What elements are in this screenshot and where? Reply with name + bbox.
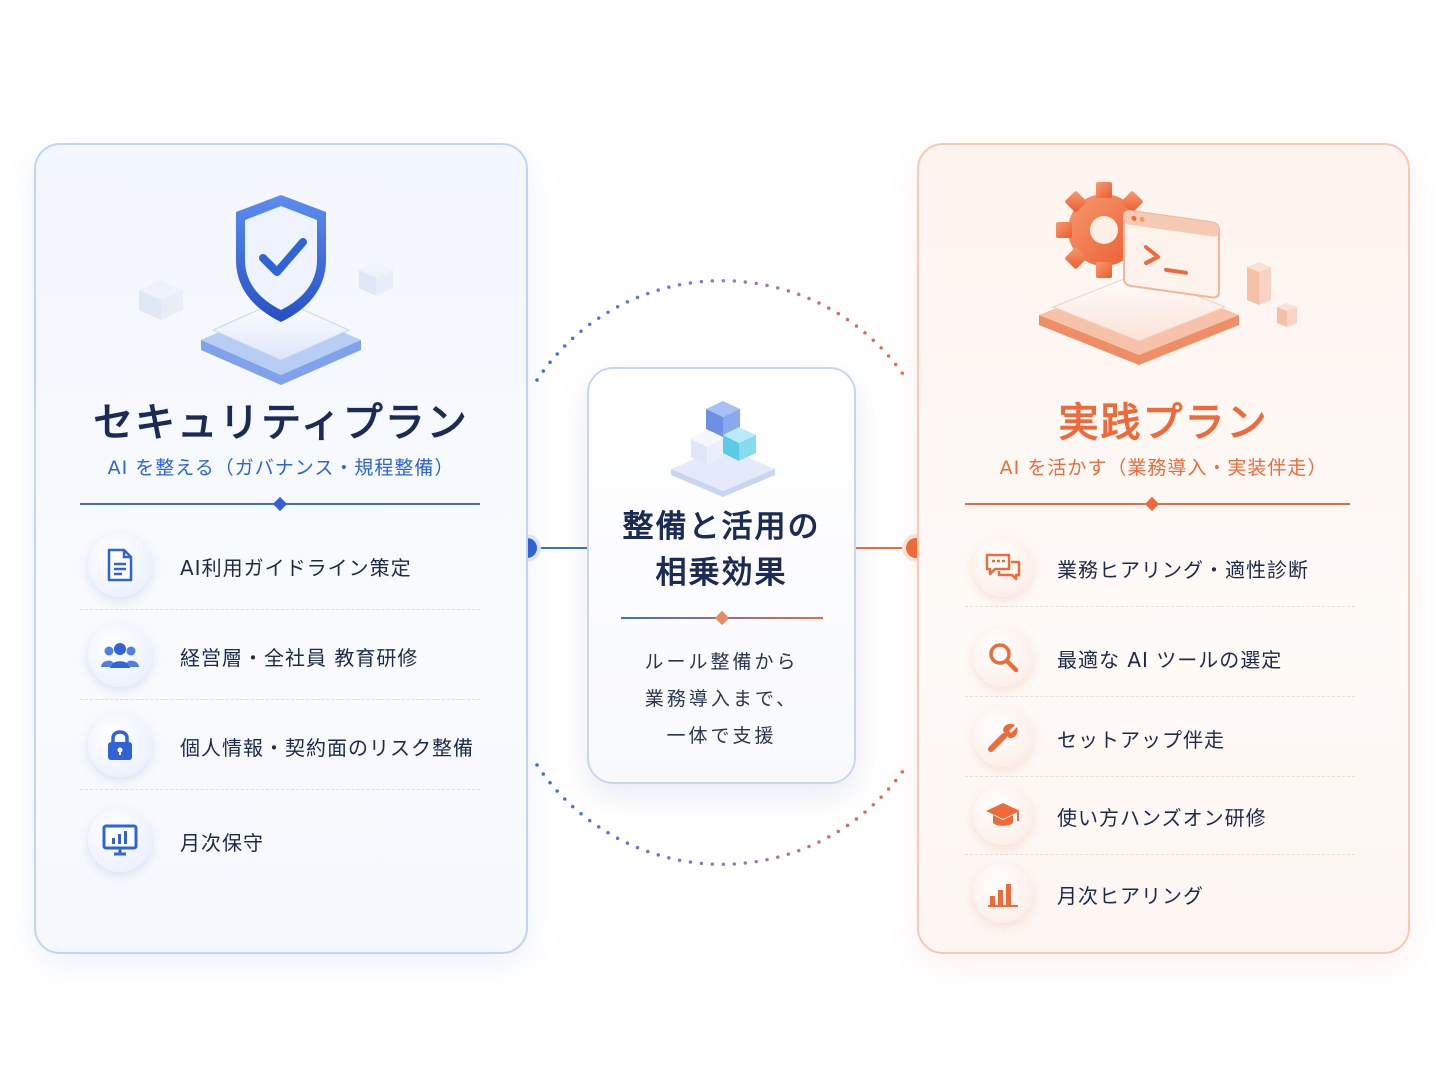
practice-plan-title: 実践プラン [1058, 400, 1269, 446]
practice-plan-subtitle: AI を活かす（業務導入・実装伴走） [999, 457, 1328, 479]
list-item-label: AI利用ガイドライン策定 [180, 556, 412, 580]
synergy-body-line3: 一体で支援 [666, 725, 777, 747]
list-item-label: セットアップ伴走 [1057, 728, 1225, 752]
synergy-card: 整備と活用の 相乗効果 ルール整備から 業務導入まで、 一体で支援 [587, 367, 856, 784]
shield-check-icon [139, 195, 393, 385]
gear-terminal-icon [1039, 182, 1297, 365]
synergy-body-line2: 業務導入まで、 [644, 688, 799, 710]
right-connector [856, 547, 916, 549]
list-item-label: 使い方ハンズオン研修 [1057, 806, 1267, 830]
list-item-label: 最適な AI ツールの選定 [1057, 648, 1283, 672]
list-item-label: 個人情報・契約面のリスク整備 [180, 736, 474, 760]
monitor-chart-icon [88, 808, 152, 872]
bottom-arc [535, 763, 909, 867]
list-item-label: 業務ヒアリング・適性診断 [1057, 558, 1309, 582]
list-item: 経営層・全社員 教育研修 [80, 610, 480, 700]
list-item: 個人情報・契約面のリスク整備 [80, 700, 480, 790]
divider-diamond [272, 496, 288, 512]
synergy-body-line1: ルール整備から [644, 651, 799, 673]
security-plan-card: セキュリティプラン AI を整える（ガバナンス・規程整備） AI利用ガイドライン… [34, 143, 528, 954]
security-plan-title: セキュリティプラン [93, 400, 469, 446]
left-connector [528, 547, 588, 549]
cubes-icon [671, 401, 775, 497]
practice-plan-card: 実践プラン AI を活かす（業務導入・実装伴走） 業務ヒアリング・適性診断 最適… [917, 143, 1410, 954]
bar-chart-icon [973, 863, 1033, 923]
list-item: 最適な AI ツールの選定 [965, 617, 1355, 697]
list-item: AI利用ガイドライン策定 [80, 520, 480, 610]
divider-diamond [1144, 496, 1160, 512]
graduation-cap-icon [973, 785, 1033, 845]
wrench-icon [973, 707, 1033, 767]
list-item: 業務ヒアリング・適性診断 [965, 527, 1355, 607]
synergy-title: 整備と活用の 相乗効果 [589, 504, 854, 596]
divider-diamond [714, 610, 730, 626]
list-item: 使い方ハンズオン研修 [965, 775, 1355, 855]
document-icon [88, 533, 152, 597]
lock-icon [88, 713, 152, 777]
list-item: セットアップ伴走 [965, 697, 1355, 777]
list-item-label: 月次保守 [180, 831, 264, 855]
list-item: 月次保守 [80, 795, 480, 885]
search-icon [973, 627, 1033, 687]
security-plan-subtitle: AI を整える（ガバナンス・規程整備） [107, 457, 455, 479]
people-icon [88, 623, 152, 687]
list-item-label: 月次ヒアリング [1057, 884, 1204, 908]
chat-icon [973, 537, 1033, 597]
list-item-label: 経営層・全社員 教育研修 [180, 646, 419, 670]
synergy-title-line2: 相乗効果 [655, 555, 788, 591]
synergy-body: ルール整備から 業務導入まで、 一体で支援 [589, 644, 854, 755]
top-arc [535, 278, 909, 382]
list-item: 月次ヒアリング [965, 853, 1355, 933]
synergy-title-line1: 整備と活用の [622, 509, 821, 545]
